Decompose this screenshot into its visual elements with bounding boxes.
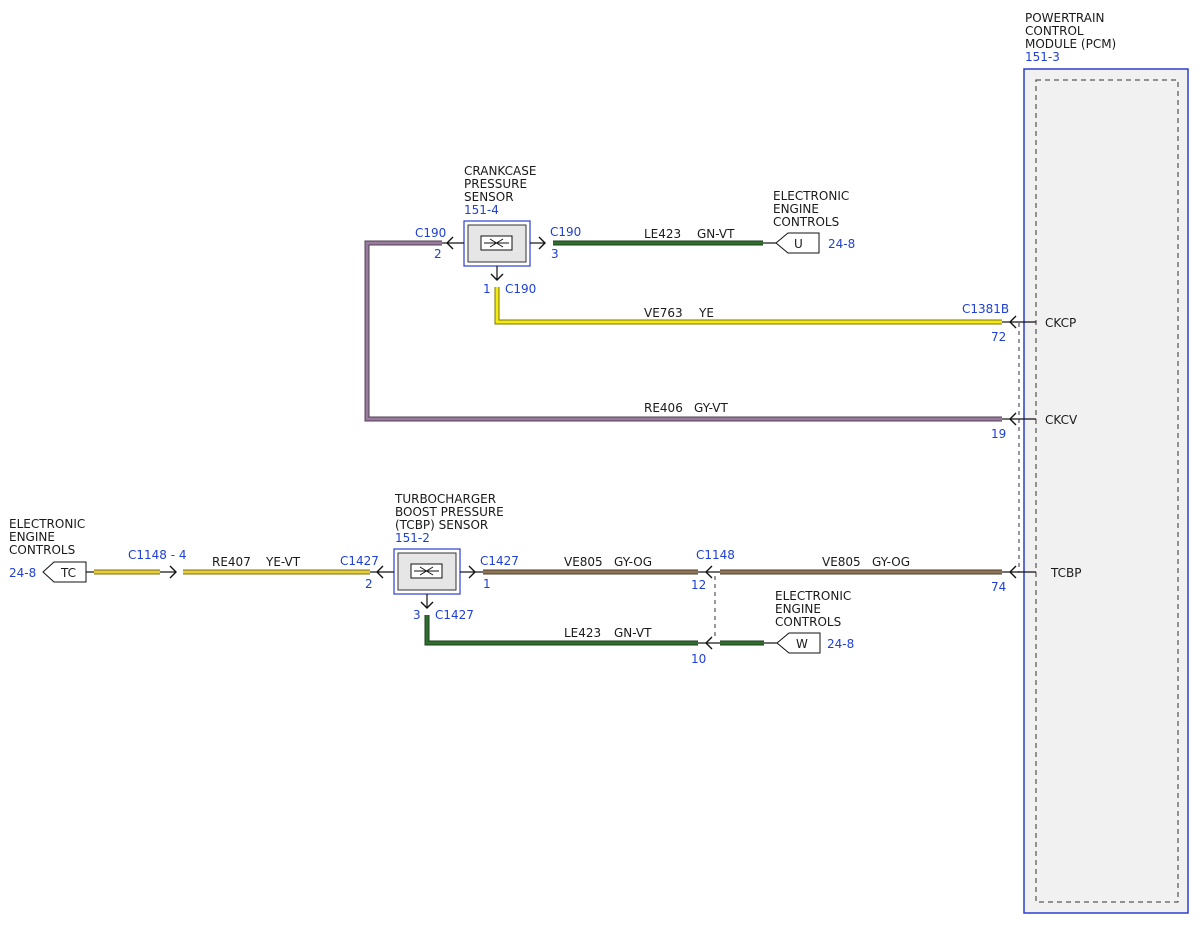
- ve805a-sensor-pin: 1: [483, 577, 491, 591]
- eec-w-ref[interactable]: 24-8: [827, 637, 854, 651]
- pcm-title-1: POWERTRAIN: [1025, 11, 1105, 25]
- pcm-module: POWERTRAIN CONTROL MODULE (PCM) 151-3 CK…: [1009, 11, 1189, 914]
- ve805b-color: GY-OG: [872, 555, 910, 569]
- eec-u-tag: U: [794, 237, 803, 251]
- le423b-inline-pin: 10: [691, 652, 706, 666]
- re407-sensor-conn: C1427: [340, 554, 379, 568]
- ve805a-inline-conn: C1148: [696, 548, 735, 562]
- eec-u-ref[interactable]: 24-8: [828, 237, 855, 251]
- tcbp-title-3: (TCBP) SENSOR: [395, 518, 488, 532]
- wire-re406: C190 2 RE406 GY-VT 19: [364, 226, 1010, 441]
- re406-sensor-conn: C190: [415, 226, 446, 240]
- pcm-box: [1023, 68, 1189, 914]
- le423b-circuit: LE423: [564, 626, 601, 640]
- wire-le423-top: C190 3 LE423 GN-VT: [550, 225, 776, 261]
- tcbp-title-2: BOOST PRESSURE: [395, 505, 504, 519]
- ve763-sensor-conn: C190: [505, 282, 536, 296]
- ve805b-circuit: VE805: [822, 555, 861, 569]
- pcm-pin-ckcp: CKCP: [1045, 316, 1076, 330]
- inline-connector-c1148: [705, 565, 720, 650]
- eec-w-flag-icon: [776, 632, 821, 654]
- le423-top-circuit: LE423: [644, 227, 681, 241]
- eec-u-title-2: ENGINE: [773, 202, 819, 216]
- re407-inline-arrow: [169, 565, 177, 579]
- ccps-title-3: SENSOR: [464, 190, 514, 204]
- eec-ref-u[interactable]: ELECTRONIC ENGINE CONTROLS U 24-8: [773, 189, 855, 254]
- eec-ref-w[interactable]: ELECTRONIC ENGINE CONTROLS W 24-8: [775, 589, 854, 654]
- eec-w-title-1: ELECTRONIC: [775, 589, 851, 603]
- wire-ve763-core: [495, 287, 1002, 324]
- ccps-ref: 151-4: [464, 203, 499, 217]
- wire-le423-bottom-core: [425, 615, 698, 645]
- le423b-color: GN-VT: [614, 626, 652, 640]
- pcm-pin-ckcv: CKCV: [1045, 413, 1078, 427]
- ve763-color: YE: [698, 306, 714, 320]
- eec-tc-flag-icon: [42, 561, 87, 583]
- eec-tc-title-3: CONTROLS: [9, 543, 75, 557]
- wire-ve805-b: VE805 GY-OG 74: [720, 555, 1010, 594]
- eec-u-flag-icon: [775, 232, 820, 254]
- eec-ref-tc[interactable]: ELECTRONIC ENGINE CONTROLS TC 24-8: [9, 517, 87, 583]
- le423-top-conn: C190: [550, 225, 581, 239]
- tcbp-title-1: TURBOCHARGER: [394, 492, 496, 506]
- ve763-pcm-pin: 72: [991, 330, 1006, 344]
- eec-w-title-3: CONTROLS: [775, 615, 841, 629]
- pcm-inner-dashed: [1035, 79, 1179, 903]
- pcm-title-2: CONTROL: [1025, 24, 1084, 38]
- wire-re406-core: [365, 241, 1002, 421]
- pcm-ref: 151-3: [1025, 50, 1060, 64]
- wire-ve763-outline: [494, 287, 1002, 325]
- ve805a-sensor-conn: C1427: [480, 554, 519, 568]
- eec-w-tag: W: [796, 637, 808, 651]
- ccps-element-cross-b: [489, 238, 504, 248]
- eec-tc-title-1: ELECTRONIC: [9, 517, 85, 531]
- le423b-sensor-pin: 3: [413, 608, 421, 622]
- re407-color: YE-VT: [265, 555, 301, 569]
- pcm-pin-tcbp: TCBP: [1050, 566, 1081, 580]
- le423-top-pin: 3: [551, 247, 559, 261]
- re406-circuit: RE406: [644, 401, 683, 415]
- eec-tc-title-2: ENGINE: [9, 530, 55, 544]
- re407-circuit: RE407: [212, 555, 251, 569]
- re406-color: GY-VT: [694, 401, 728, 415]
- pcm-title-3: MODULE (PCM): [1025, 37, 1116, 51]
- tcbp-element-cross-b: [419, 566, 434, 576]
- ve763-pcm-conn: C1381B: [962, 302, 1009, 316]
- eec-tc-ref[interactable]: 24-8: [9, 566, 36, 580]
- wire-le423-bottom: 3 C1427 LE423 GN-VT 10: [413, 608, 777, 666]
- tcbp-ref: 151-2: [395, 531, 430, 545]
- ve763-sensor-pin: 1: [483, 282, 491, 296]
- ve805a-color: GY-OG: [614, 555, 652, 569]
- crankcase-pressure-sensor: CRANKCASE PRESSURE SENSOR 151-4: [446, 164, 546, 281]
- ve805a-circuit: VE805: [564, 555, 603, 569]
- re406-sensor-pin: 2: [434, 247, 442, 261]
- le423b-sensor-conn: C1427: [435, 608, 474, 622]
- re406-pcm-pin: 19: [991, 427, 1006, 441]
- eec-w-title-2: ENGINE: [775, 602, 821, 616]
- ve805b-pcm-pin: 74: [991, 580, 1006, 594]
- le423-top-color: GN-VT: [697, 227, 735, 241]
- ve805a-inline-pin: 12: [691, 578, 706, 592]
- wire-ve805-a: C1427 1 VE805 GY-OG C1148 12: [475, 548, 735, 592]
- eec-u-title-3: CONTROLS: [773, 215, 839, 229]
- ve763-circuit: VE763: [644, 306, 683, 320]
- re407-inline-conn: C1148 - 4: [128, 548, 187, 562]
- ccps-title-2: PRESSURE: [464, 177, 527, 191]
- wire-re407: C1148 - 4 RE407 YE-VT C1427 2: [86, 548, 379, 591]
- wire-ve763: 1 C190 VE763 YE C1381B 72: [483, 282, 1010, 344]
- re407-sensor-pin: 2: [365, 577, 373, 591]
- tcbp-sensor: TURBOCHARGER BOOST PRESSURE (TCBP) SENSO…: [376, 492, 504, 609]
- eec-u-title-1: ELECTRONIC: [773, 189, 849, 203]
- wire-re406-outline: [364, 240, 1002, 422]
- ccps-title-1: CRANKCASE: [464, 164, 536, 178]
- eec-tc-tag: TC: [60, 566, 76, 580]
